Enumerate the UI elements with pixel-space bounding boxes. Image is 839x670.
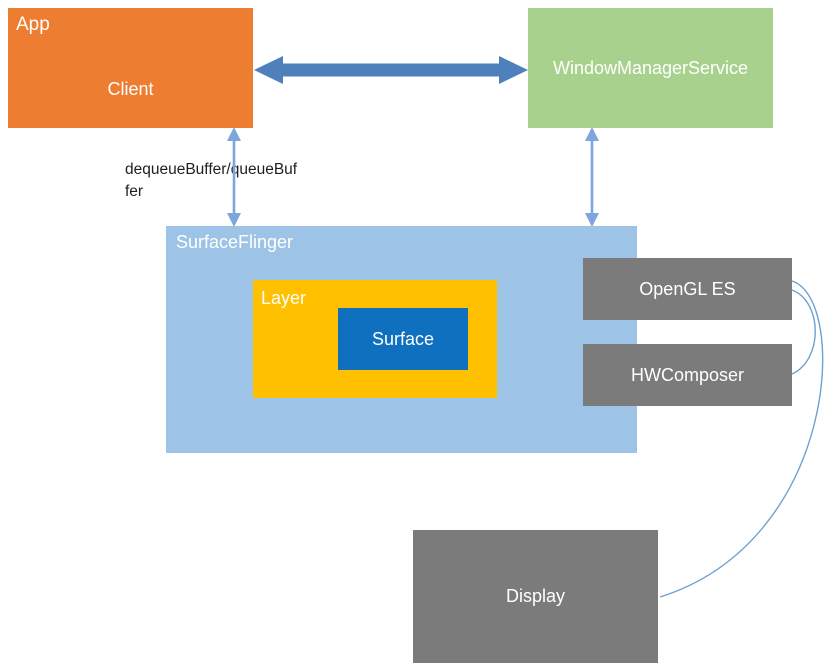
surface-flinger-label: SurfaceFlinger [176,232,294,252]
display-label: Display [505,586,566,606]
layer-label: Layer [261,288,307,308]
hw-composer-box: HWComposer [583,344,792,406]
hw-composer-label: HWComposer [630,364,745,385]
window-manager-service-box: WindowManagerService [528,8,773,128]
window-manager-service-label: WindowManagerService [552,57,749,78]
wms-surfaceflinger-double-arrow-icon [585,127,599,227]
buffer-call-annotation: dequeueBuffer/queueBuf fer [125,159,297,203]
surface-box: Surface [338,308,468,370]
display-box: Display [413,530,658,663]
client-wms-double-arrow-icon [254,56,528,84]
buffer-call-annotation-line1: dequeueBuffer/queueBuf [125,161,298,178]
buffer-call-annotation-line2: fer [125,183,144,200]
opengl-hwcomposer-curve [791,289,816,375]
client-label: Client [107,79,154,99]
app-client-box: App Client [8,8,253,128]
opengl-es-label: OpenGL ES [639,278,736,299]
surface-label: Surface [371,328,435,349]
app-box-title: App [16,14,50,35]
opengl-es-box: OpenGL ES [583,258,792,320]
gpu-display-curve [659,280,824,598]
